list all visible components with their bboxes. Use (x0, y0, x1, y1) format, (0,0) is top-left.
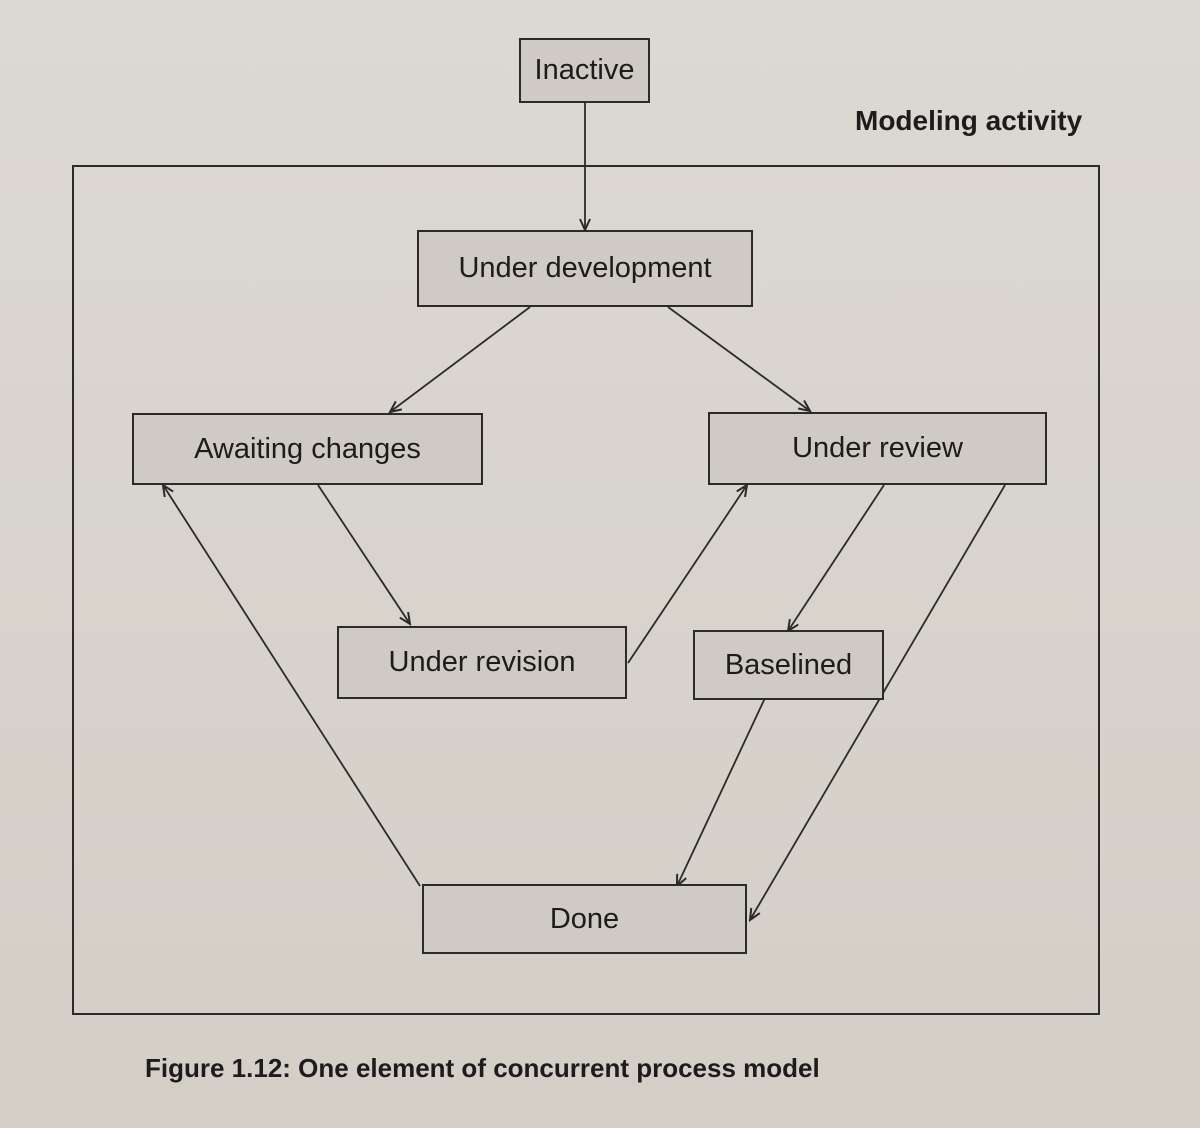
arrow-under-review-to-done (750, 484, 1006, 920)
activity-label: Modeling activity (855, 105, 1083, 136)
arrow-under-development-to-under-review (667, 306, 810, 411)
modeling-activity-frame (72, 165, 1100, 1015)
figure-caption: Figure 1.12: One element of concurrent p… (145, 1053, 820, 1083)
arrow-done-to-awaiting-changes (163, 485, 421, 887)
state-done: Done (422, 884, 747, 954)
state-inactive-label: Inactive (534, 54, 635, 86)
arrow-under-revision-to-under-review (627, 485, 747, 664)
state-under-development-label: Under development (458, 252, 712, 284)
state-under-review: Under review (708, 412, 1047, 485)
arrow-awaiting-changes-to-under-revision (317, 484, 410, 624)
state-under-revision-label: Under revision (388, 646, 576, 678)
arrow-under-development-to-awaiting-changes (390, 306, 531, 412)
state-awaiting-changes: Awaiting changes (132, 413, 483, 485)
state-baselined: Baselined (693, 630, 884, 700)
state-awaiting-changes-label: Awaiting changes (194, 432, 421, 465)
state-under-revision: Under revision (337, 626, 627, 699)
state-done-label: Done (549, 902, 620, 935)
state-under-development: Under development (417, 230, 753, 307)
arrow-baselined-to-done (677, 697, 766, 886)
state-under-review-label: Under review (792, 432, 963, 464)
state-inactive: Inactive (519, 38, 650, 103)
arrow-under-review-to-baselined (788, 484, 885, 631)
state-baselined-label: Baselined (724, 648, 853, 681)
